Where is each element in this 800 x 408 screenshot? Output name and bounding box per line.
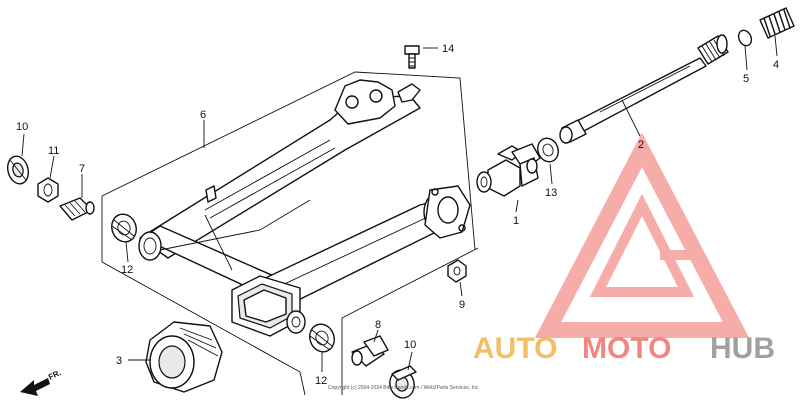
watermark-logo-mark bbox=[534, 132, 750, 338]
callout-1: 1 bbox=[513, 215, 519, 227]
callout-6: 6 bbox=[200, 109, 206, 121]
callout-2: 2 bbox=[638, 139, 644, 151]
copyright-notice: Copyright (c) 2004-2024 Bike Bandit.com … bbox=[328, 385, 480, 391]
callout-10-bottom: 10 bbox=[404, 339, 416, 351]
callout-4: 4 bbox=[773, 59, 779, 71]
callout-7: 7 bbox=[79, 163, 85, 175]
callout-12-right: 12 bbox=[315, 375, 327, 387]
assembly-boundary bbox=[101, 71, 479, 396]
drive-shaft bbox=[559, 34, 729, 144]
callouts: 1 2 3 4 5 6 7 8 9 10 10 11 12 12 13 14 bbox=[16, 43, 779, 387]
spring bbox=[759, 7, 795, 39]
pivot-adjusting-nut-10 bbox=[6, 155, 30, 185]
universal-joint bbox=[476, 143, 541, 197]
callout-13: 13 bbox=[545, 187, 557, 199]
front-direction-marker: FR. bbox=[20, 368, 63, 396]
watermark-auto: AUTO bbox=[473, 332, 557, 365]
front-label: FR. bbox=[47, 368, 62, 382]
callout-10-top: 10 bbox=[16, 121, 28, 133]
bearing-12-right bbox=[309, 323, 335, 353]
callout-8: 8 bbox=[375, 319, 381, 331]
callout-14: 14 bbox=[442, 43, 454, 55]
pivot-adjusting-nut-10-lower bbox=[389, 365, 417, 399]
circlip bbox=[737, 29, 753, 47]
bearing-12-left bbox=[111, 213, 137, 243]
pivot-bolt-8 bbox=[351, 335, 389, 367]
watermark-text: AUTO MOTO HUB bbox=[473, 332, 775, 365]
leader-lines bbox=[21, 35, 778, 372]
watermark-hub: HUB bbox=[710, 332, 775, 365]
callout-9: 9 bbox=[459, 299, 465, 311]
watermark-moto: MOTO bbox=[582, 332, 671, 365]
flange-bolt-14 bbox=[404, 45, 420, 69]
oil-seal bbox=[537, 137, 559, 163]
pivot-bolt-7 bbox=[59, 197, 95, 221]
dust-boot-3 bbox=[145, 321, 223, 393]
lock-nut-11 bbox=[37, 177, 59, 203]
callout-12-left: 12 bbox=[121, 264, 133, 276]
callout-5: 5 bbox=[743, 73, 749, 85]
callout-11: 11 bbox=[48, 145, 59, 157]
swingarm bbox=[138, 79, 471, 337]
cap-nut-9 bbox=[447, 259, 467, 283]
callout-3: 3 bbox=[116, 355, 122, 367]
